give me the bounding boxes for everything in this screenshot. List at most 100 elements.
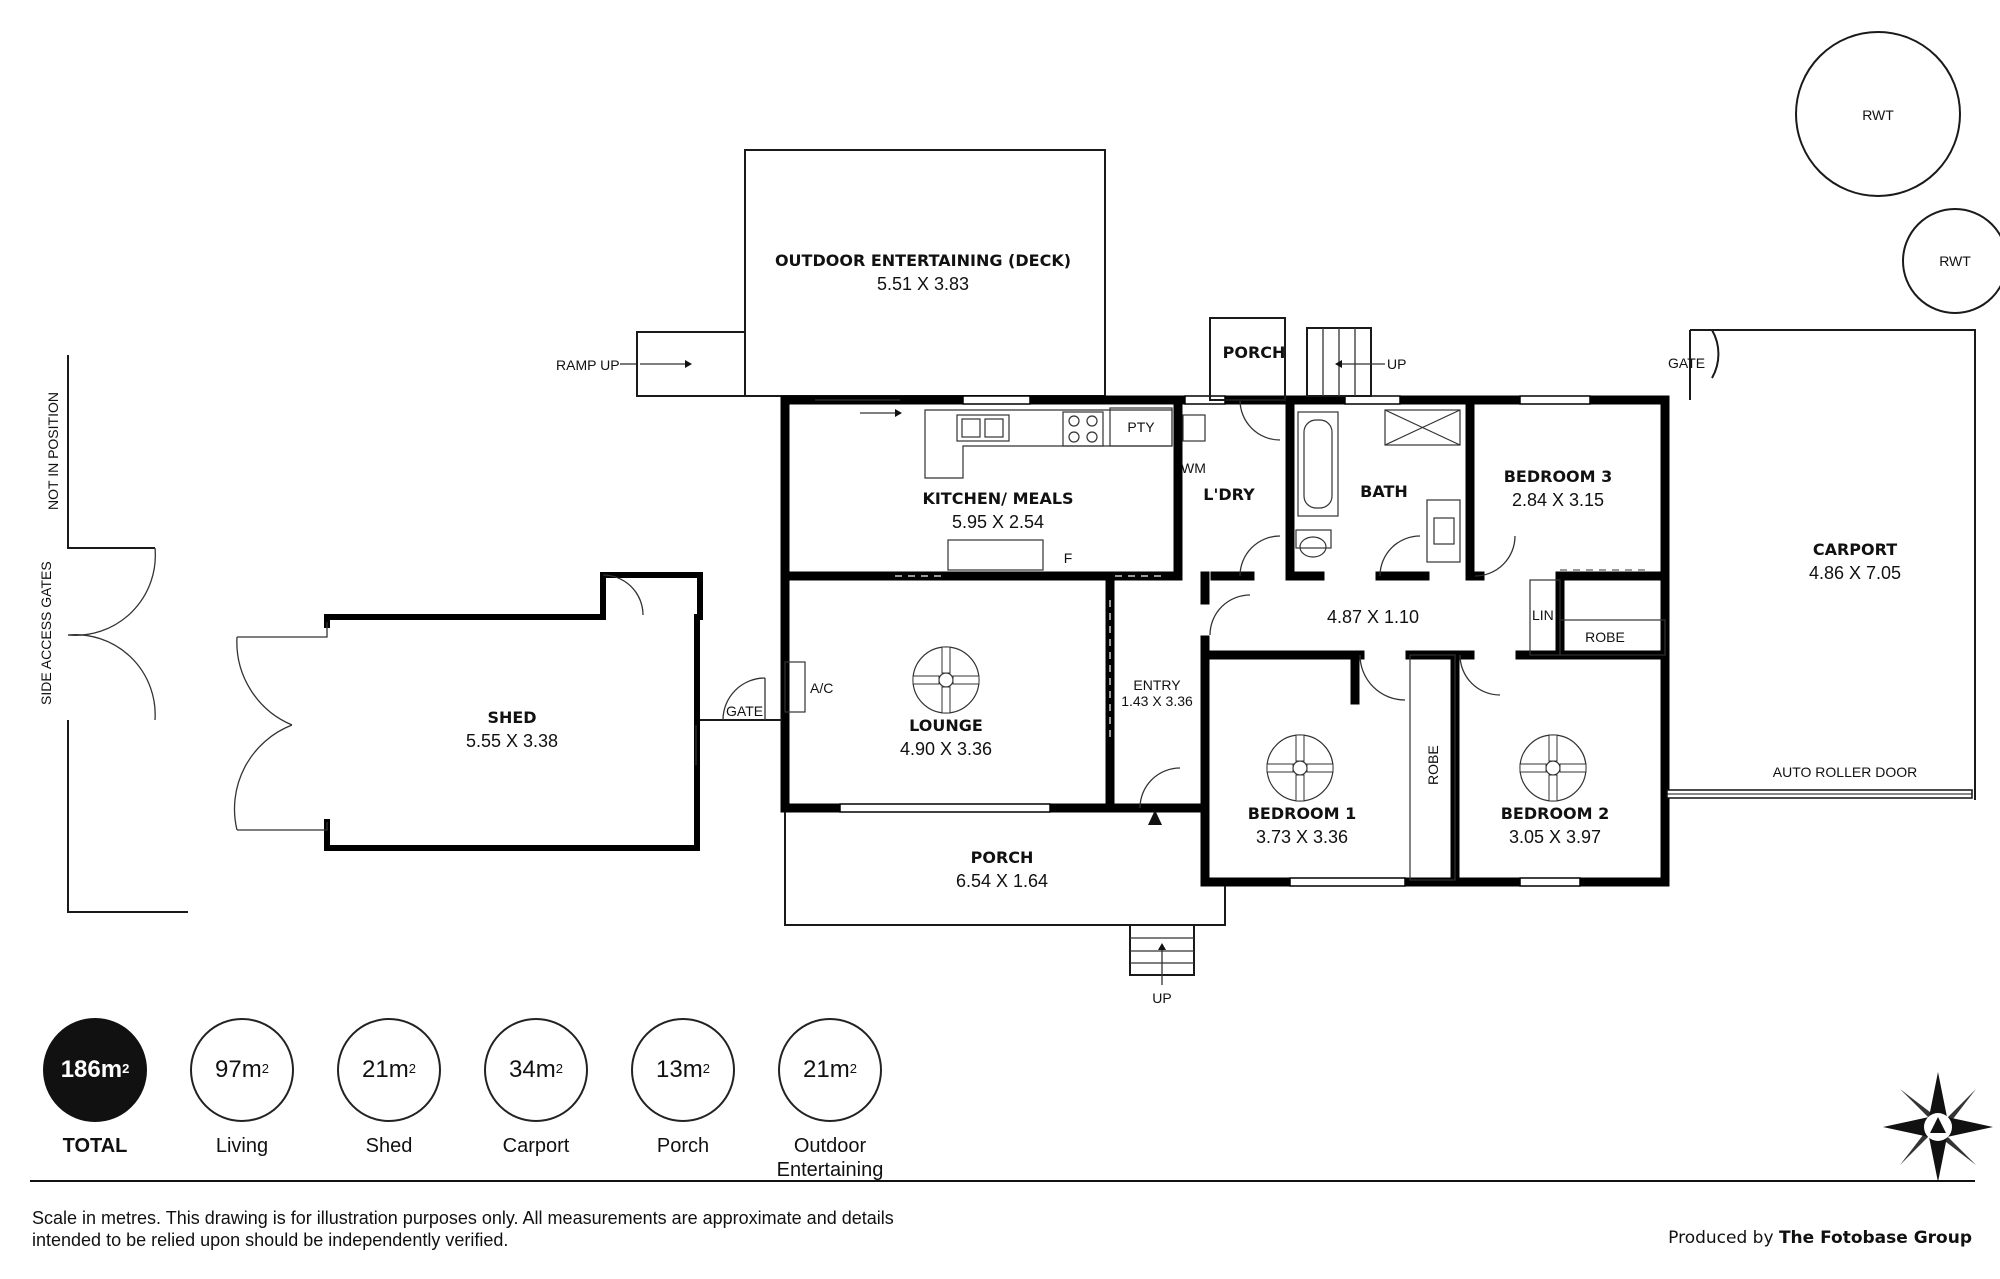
bath-name: BATH bbox=[1360, 482, 1408, 501]
footer-divider bbox=[30, 1180, 1975, 1182]
roller-door-label: AUTO ROLLER DOOR bbox=[1773, 764, 1917, 780]
porch-dim: 6.54 X 1.64 bbox=[956, 871, 1048, 891]
fridge-label: F bbox=[1064, 550, 1073, 566]
shed-name: SHED bbox=[487, 708, 536, 727]
bed3-name: BEDROOM 3 bbox=[1504, 467, 1613, 486]
ramp: RAMP UP bbox=[556, 331, 746, 397]
carport: GATE CARPORT 4.86 X 7.05 AUTO ROLLER DOO… bbox=[1666, 329, 1976, 800]
bed1-dim: 3.73 X 3.36 bbox=[1256, 827, 1348, 847]
sliding-door bbox=[815, 399, 902, 417]
stat-shed-sup: 2 bbox=[408, 1060, 416, 1076]
gate-left-label: GATE bbox=[726, 703, 763, 719]
deck-name: OUTDOOR ENTERTAINING (DECK) bbox=[775, 251, 1071, 270]
stat-carport-sup: 2 bbox=[555, 1060, 563, 1076]
ceiling-fan-icon bbox=[912, 646, 980, 714]
stat-total-sup: 2 bbox=[122, 1060, 130, 1076]
stat-outdoor-sup: 2 bbox=[849, 1060, 857, 1076]
stat-total-label: TOTAL bbox=[62, 1135, 128, 1157]
carport-name: CARPORT bbox=[1813, 540, 1897, 559]
bed2-dim: 3.05 X 3.97 bbox=[1509, 827, 1601, 847]
bed2-name: BEDROOM 2 bbox=[1501, 804, 1610, 823]
wm-label: WM bbox=[1181, 460, 1206, 476]
lin-label: LIN bbox=[1532, 607, 1554, 623]
deck-dim: 5.51 X 3.83 bbox=[877, 274, 969, 294]
ceiling-fan-icon bbox=[1266, 734, 1334, 802]
up-bottom-label: UP bbox=[1152, 990, 1171, 1006]
up-top-label: UP bbox=[1387, 356, 1406, 372]
kitchen-name: KITCHEN/ MEALS bbox=[922, 489, 1073, 508]
not-in-position-label: NOT IN POSITION bbox=[45, 392, 61, 510]
entry-name: ENTRY bbox=[1133, 677, 1181, 693]
stat-outdoor-value: 21m bbox=[803, 1056, 850, 1083]
stat-porch-sup: 2 bbox=[702, 1060, 710, 1076]
side-gate: GATE bbox=[700, 677, 782, 721]
bedroom-1: BEDROOM 1 3.73 X 3.36 ROBE bbox=[1248, 654, 1456, 881]
ramp-label: RAMP UP bbox=[556, 357, 620, 373]
stat-carport-label: Carport bbox=[502, 1135, 570, 1157]
bedroom-2: BEDROOM 2 3.05 X 3.97 bbox=[1501, 734, 1610, 847]
produced-prefix: Produced by bbox=[1668, 1228, 1779, 1248]
bed1-name: BEDROOM 1 bbox=[1248, 804, 1357, 823]
deck: OUTDOOR ENTERTAINING (DECK) 5.51 X 3.83 bbox=[744, 149, 1106, 397]
shed-dim: 5.55 X 3.38 bbox=[466, 731, 558, 751]
porch-top-name: PORCH bbox=[1223, 343, 1286, 362]
entry-arrow-icon bbox=[1148, 810, 1162, 825]
produced-brand: The Fotobase Group bbox=[1778, 1228, 1972, 1248]
robe-small-label: ROBE bbox=[1585, 629, 1625, 645]
hall: 4.87 X 1.10 LIN ROBE bbox=[1327, 579, 1666, 656]
stat-porch-value: 13m bbox=[656, 1056, 703, 1083]
carport-dim: 4.86 X 7.05 bbox=[1809, 563, 1901, 583]
produced-by: Produced by The Fotobase Group bbox=[1668, 1228, 1972, 1248]
laundry: WM L'DRY bbox=[1181, 414, 1255, 504]
side-access-gates: NOT IN POSITION SIDE ACCESS GATES bbox=[38, 355, 188, 913]
kitchen: PTY F KITCHEN/ MEALS 5.95 X 2.54 bbox=[922, 407, 1173, 571]
bedroom-3: BEDROOM 3 2.84 X 3.15 bbox=[1504, 467, 1613, 510]
ceiling-fan-icon bbox=[1519, 734, 1587, 802]
stat-living-label: Living bbox=[215, 1135, 269, 1157]
stat-shed-label: Shed bbox=[365, 1135, 413, 1157]
door-swings bbox=[1139, 399, 1516, 809]
stat-outdoor-label: Outdoor Entertaining bbox=[776, 1135, 884, 1181]
disclaimer-text: Scale in metres. This drawing is for ill… bbox=[32, 1208, 894, 1250]
top-porch: PORCH UP bbox=[1209, 317, 1406, 401]
rwt-2-label: RWT bbox=[1939, 253, 1971, 269]
kitchen-dim: 5.95 X 2.54 bbox=[952, 512, 1044, 532]
rwt-1-label: RWT bbox=[1862, 107, 1894, 123]
stat-porch-label: Porch bbox=[656, 1135, 710, 1157]
hall-dim: 4.87 X 1.10 bbox=[1327, 607, 1419, 627]
bath: BATH bbox=[1295, 409, 1461, 563]
lounge-name: LOUNGE bbox=[909, 716, 983, 735]
stat-total-value: 186m bbox=[60, 1056, 123, 1083]
stat-living-value: 97m bbox=[215, 1056, 262, 1083]
robe-vertical-label: ROBE bbox=[1425, 745, 1441, 785]
bed3-dim: 2.84 X 3.15 bbox=[1512, 490, 1604, 510]
lounge-dim: 4.90 X 3.36 bbox=[900, 739, 992, 759]
shed: SHED 5.55 X 3.38 bbox=[233, 572, 703, 851]
windows bbox=[839, 395, 1591, 887]
ac-label: A/C bbox=[810, 680, 833, 696]
lounge: A/C LOUNGE 4.90 X 3.36 bbox=[784, 646, 992, 759]
openings bbox=[895, 569, 1650, 740]
entry-dim: 1.43 X 3.36 bbox=[1121, 693, 1193, 709]
stat-living-sup: 2 bbox=[261, 1060, 269, 1076]
ldry-name: L'DRY bbox=[1203, 485, 1255, 504]
gate-carport-label: GATE bbox=[1668, 355, 1705, 371]
rainwater-tanks: RWT RWT bbox=[1795, 31, 2000, 314]
pty-label: PTY bbox=[1127, 419, 1155, 435]
stat-carport-value: 34m bbox=[509, 1056, 556, 1083]
front-porch: PORCH 6.54 X 1.64 UP bbox=[784, 812, 1226, 1006]
entry: ENTRY 1.43 X 3.36 bbox=[1121, 677, 1193, 825]
